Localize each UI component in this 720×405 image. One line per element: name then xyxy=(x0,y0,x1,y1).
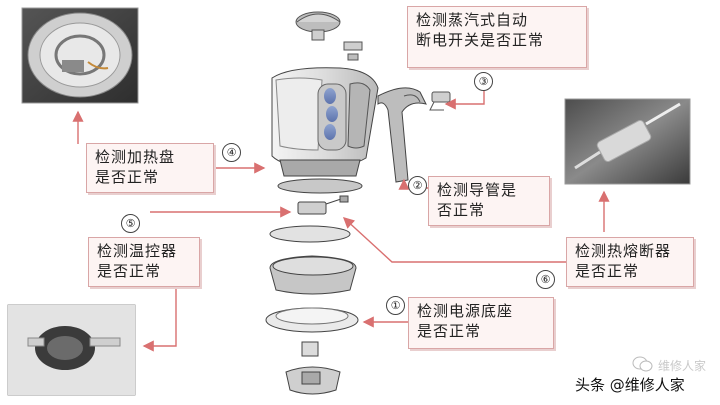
label-line: 是否正常 xyxy=(417,322,482,340)
steam-switch-part xyxy=(429,91,451,111)
power-base-plate xyxy=(265,307,359,333)
number-6: ⑥ xyxy=(536,270,555,289)
label-line: 否正常 xyxy=(437,201,486,219)
number-5: ⑤ xyxy=(121,214,140,233)
heating-plate-photo xyxy=(21,7,139,104)
thermal-fuse-photo xyxy=(564,98,691,185)
connector-pin xyxy=(301,341,319,357)
label-line: 检测热熔断器 xyxy=(575,242,672,260)
kettle-lid-top xyxy=(295,11,341,41)
label-power-base: 检测电源底座 是否正常 xyxy=(408,297,554,349)
power-base-bottom xyxy=(285,366,341,395)
label-conduit: 检测导管是 否正常 xyxy=(428,176,550,226)
watermark-text: 头条 @维修人家 xyxy=(575,376,685,394)
label-line: 检测加热盘 xyxy=(95,148,176,166)
label-heating-plate: 检测加热盘 是否正常 xyxy=(86,143,214,193)
label-line: 是否正常 xyxy=(97,262,162,280)
label-line: 断电开关是否正常 xyxy=(416,31,545,49)
lid-hinge-parts xyxy=(343,41,363,61)
number-3: ③ xyxy=(474,72,493,91)
label-line: 是否正常 xyxy=(575,262,640,280)
kettle-body xyxy=(271,67,379,194)
base-ring-plate xyxy=(269,225,351,243)
label-line: 检测温控器 xyxy=(97,242,178,260)
number-4: ④ xyxy=(222,143,241,162)
wechat-icon xyxy=(632,356,653,372)
thermostat-photo xyxy=(7,304,136,396)
label-steam-switch: 检测蒸汽式自动 断电开关是否正常 xyxy=(407,6,587,68)
label-line: 是否正常 xyxy=(95,168,160,186)
base-housing xyxy=(269,255,357,295)
number-1: ① xyxy=(386,296,405,315)
faint-brand-text: 维修人家 xyxy=(658,359,707,373)
kettle-handle-conduit xyxy=(377,87,427,183)
label-line: 检测蒸汽式自动 xyxy=(416,11,529,29)
label-line: 检测导管是 xyxy=(437,181,518,199)
label-thermal-fuse: 检测热熔断器 是否正常 xyxy=(566,237,694,287)
thermostat-part xyxy=(297,195,349,215)
label-thermostat: 检测温控器 是否正常 xyxy=(88,237,200,287)
label-line: 检测电源底座 xyxy=(417,302,514,320)
number-2: ② xyxy=(408,176,427,195)
